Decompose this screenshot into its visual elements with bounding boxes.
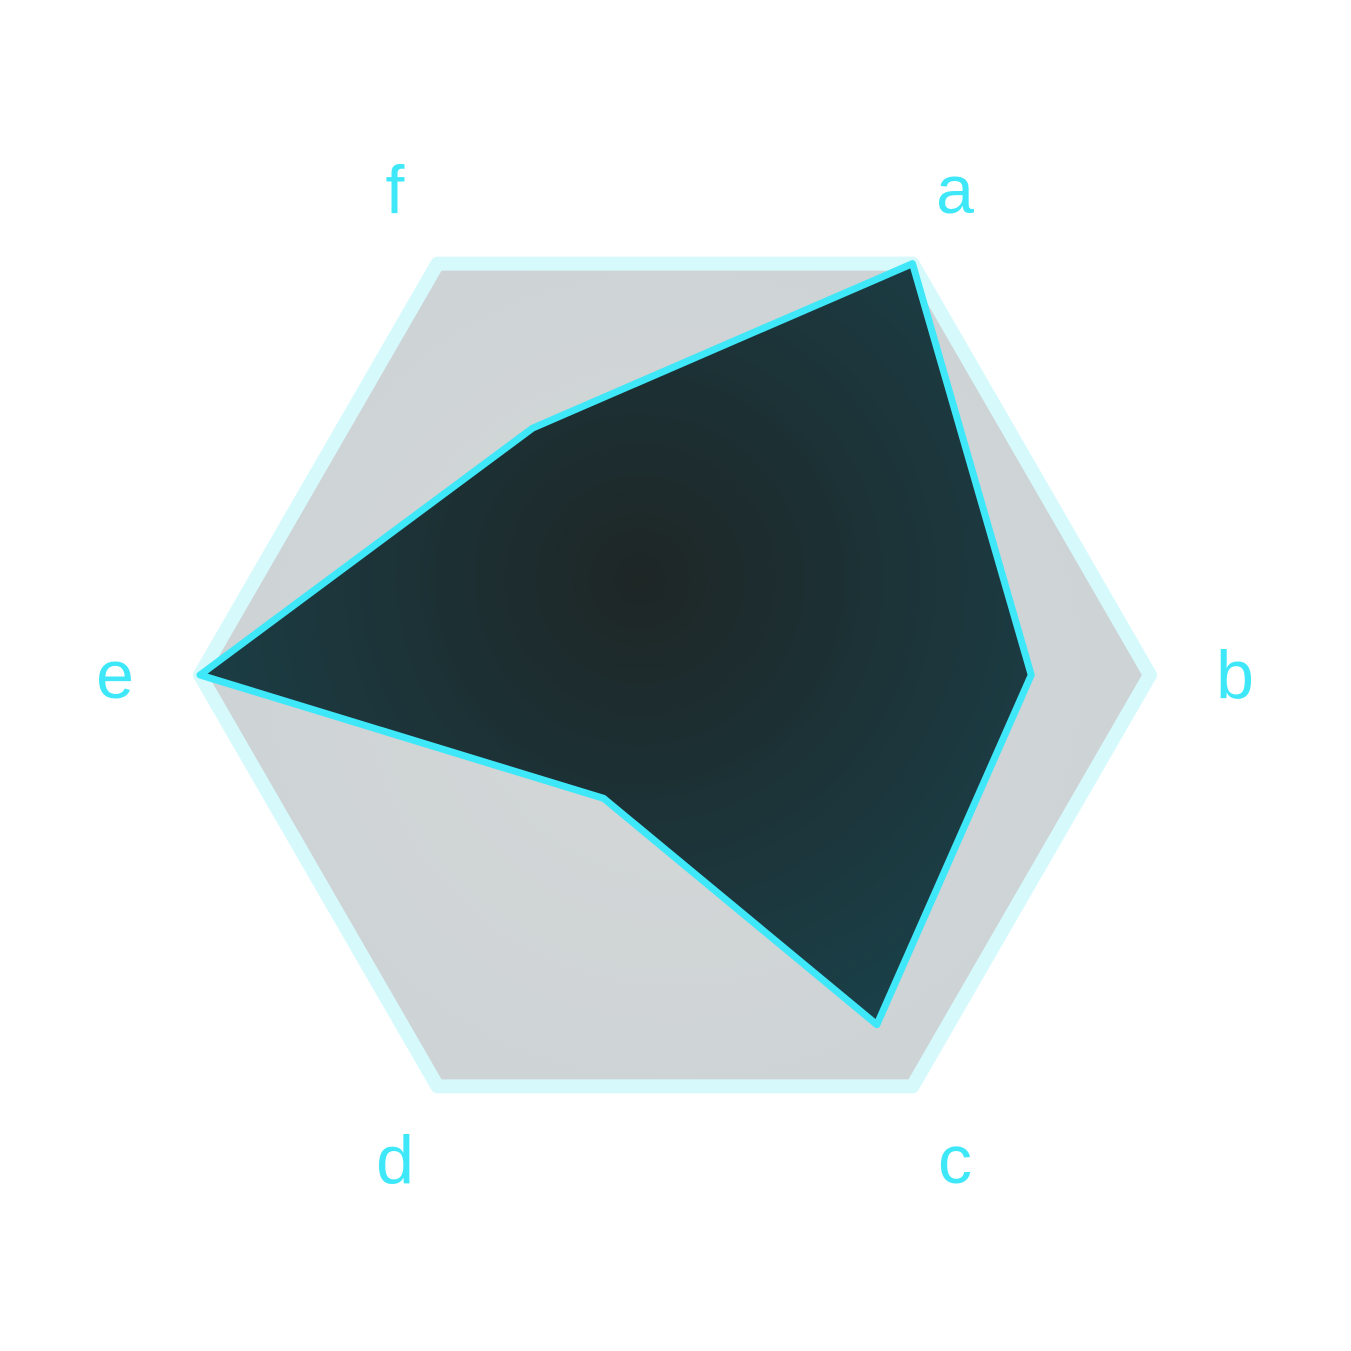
- radar-point-c: [873, 1021, 880, 1028]
- axis-label-c: c: [938, 1122, 972, 1198]
- axis-label-f: f: [386, 152, 405, 228]
- axis-labels: a b c d e f: [96, 152, 1254, 1198]
- radar-point-d: [600, 795, 607, 802]
- radar-point-b: [1028, 672, 1035, 678]
- radar-point-f: [529, 425, 536, 432]
- axis-label-b: b: [1216, 637, 1254, 713]
- axis-label-a: a: [936, 152, 974, 228]
- radar-point-e: [197, 672, 203, 678]
- radar-point-a: [909, 260, 916, 267]
- axis-label-d: d: [376, 1122, 414, 1198]
- axis-label-e: e: [96, 637, 134, 713]
- radar-series-layer: [196, 260, 1035, 1029]
